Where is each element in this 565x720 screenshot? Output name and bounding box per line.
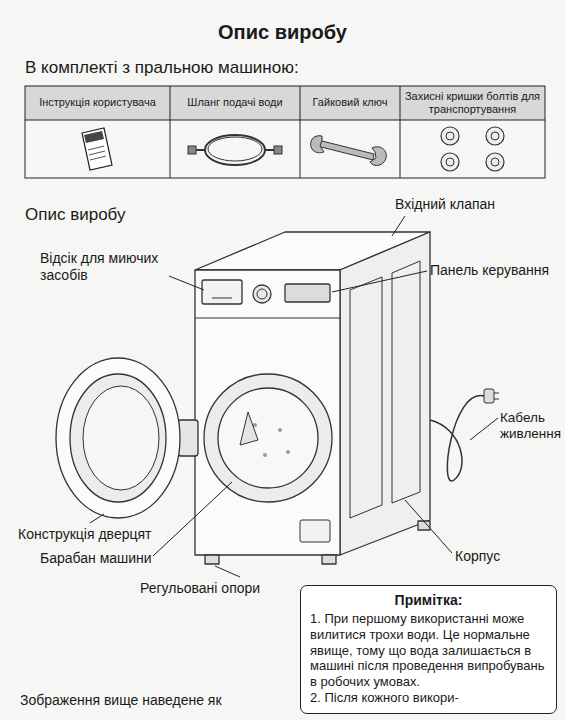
leader-line (470, 418, 498, 440)
cap (486, 153, 504, 171)
door-ring (56, 358, 180, 518)
cap (486, 127, 504, 145)
hose-coil (208, 137, 262, 161)
control-band-line (195, 318, 340, 319)
part-label: Регульовані опори (140, 580, 260, 597)
program-knob (253, 285, 271, 303)
door-glass (83, 386, 159, 490)
table-header-band (25, 86, 545, 120)
manual-icon-line (88, 146, 104, 150)
note-item: 1. При першому використанні може вилитис… (310, 611, 547, 690)
wrench-handle (317, 140, 374, 160)
leader-line (215, 566, 240, 577)
page-title: Опис виробу (0, 20, 565, 44)
cap-hole (491, 158, 499, 166)
plug-prong (494, 399, 499, 400)
part-label: Відсік для миючих засобів (40, 250, 165, 284)
table-header-cell: Гайковий ключ (302, 86, 398, 120)
hose-end (265, 149, 274, 151)
drum-paddle (240, 412, 258, 445)
drawer-handle (212, 298, 232, 299)
door-inner-ring (70, 374, 166, 502)
drum-hole (263, 453, 267, 457)
hose-end (196, 149, 205, 151)
cap-hole (446, 158, 454, 166)
machine-front (195, 270, 340, 555)
adjustable-foot (322, 555, 336, 564)
hose-coil (205, 135, 265, 165)
manual-icon-page (82, 128, 112, 170)
table-rule (300, 86, 301, 178)
leader-line (153, 482, 232, 556)
note-item: 2. Після кожного викори- (310, 690, 547, 706)
part-label: Конструкція дверцят (18, 526, 151, 543)
table-border (25, 86, 545, 178)
display-panel (285, 284, 330, 302)
drum-hole (286, 450, 290, 454)
section-heading: В комплекті з пральною машиною: (25, 58, 299, 78)
cap (441, 153, 459, 171)
program-knob-inner (257, 289, 267, 299)
wrench-jaw (311, 136, 324, 153)
table-header-cell: Захисні кришки болтів для транспортуванн… (402, 86, 543, 120)
manual-icon-line (89, 151, 105, 155)
detergent-drawer (202, 280, 242, 304)
wrench-icon (311, 136, 387, 166)
adjustable-foot (205, 555, 219, 564)
part-label: Вхідний клапан (395, 196, 495, 213)
table-rule (400, 86, 401, 178)
side-panel-emboss (350, 277, 382, 518)
table-rule (170, 86, 171, 178)
part-label: Корпус (455, 548, 500, 565)
drum-rim (204, 374, 332, 502)
manual-icon-line (90, 156, 106, 160)
cap (441, 127, 459, 145)
leader-line (392, 216, 405, 236)
power-plug (484, 389, 494, 403)
side-panel-emboss (392, 261, 420, 503)
note-heading: Примітка: (310, 592, 547, 610)
drum-hole (278, 428, 282, 432)
table-header-cell: Шланг подачі води (172, 86, 298, 120)
hose-icon (188, 135, 282, 165)
part-label: Панель керування (430, 262, 549, 279)
part-label: Барабан машини (40, 550, 152, 567)
manual-icon-band (84, 131, 104, 143)
washing-machine (56, 232, 499, 564)
power-cable (430, 396, 484, 481)
leader-line (169, 276, 204, 290)
footnote-text: Зображення вище наведене як (20, 692, 290, 709)
filter-door (300, 520, 330, 542)
table-rule (25, 120, 545, 121)
leader-line (405, 500, 452, 553)
caps-icon (441, 127, 504, 171)
cap-hole (446, 132, 454, 140)
cap-hole (491, 132, 499, 140)
drum (218, 388, 318, 488)
manual-icon (82, 128, 112, 170)
leader-line (332, 271, 427, 292)
table-header-cell: Інструкція користувача (27, 86, 168, 120)
section-heading: Опис виробу (25, 205, 125, 225)
hose-nut (274, 146, 282, 154)
leader-line (90, 514, 104, 523)
wrench-jaw (370, 147, 386, 166)
door-hinge (178, 420, 198, 456)
plug-prong (494, 393, 499, 394)
note-box: Примітка:1. При першому використанні мож… (300, 585, 557, 714)
hose-nut (188, 146, 196, 154)
part-label: Кабель живлення (500, 410, 562, 442)
